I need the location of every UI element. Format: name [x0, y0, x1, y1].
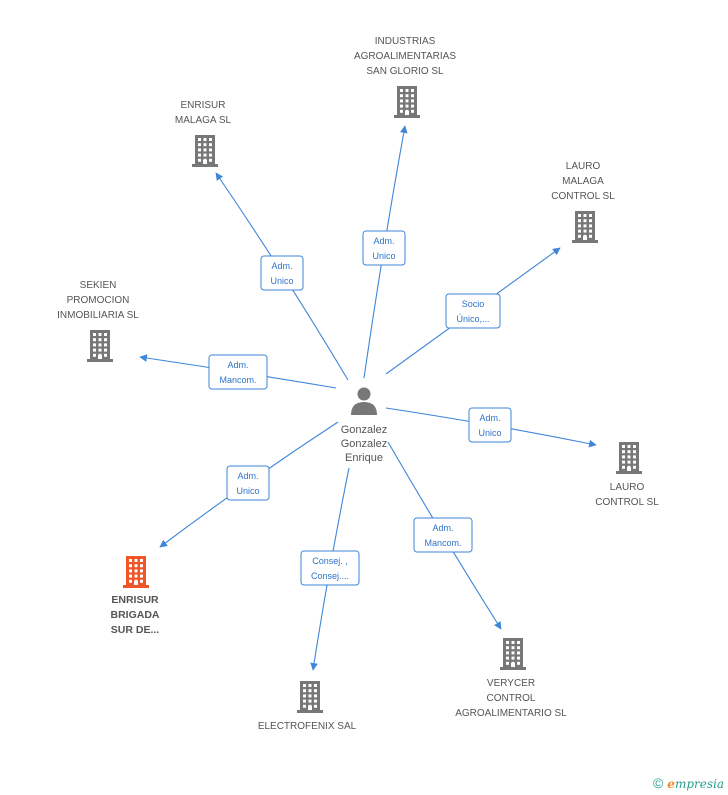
edge-label-text: Adm.	[479, 413, 500, 423]
edge-label-text: Unico	[236, 486, 259, 496]
company-label: CONTROL SL	[551, 191, 615, 202]
edge-enrisur-malaga: Adm. Unico	[215, 172, 349, 381]
edge-industrias: Adm. Unico	[362, 125, 408, 379]
edge-label-box[interactable]: Adm. Mancom.	[413, 517, 473, 553]
company-label: SUR DE...	[111, 624, 160, 636]
edge-lauro-malaga: SocioÚnico,...	[385, 247, 561, 375]
company-label: CONTROL SL	[595, 497, 659, 508]
company-label: LAURO	[610, 482, 645, 493]
brand-logo: empresia	[667, 777, 724, 791]
company-label: AGROALIMENTARIO SL	[455, 708, 567, 719]
company-label: INMOBILIARIA SL	[57, 310, 139, 321]
company-node-verycer[interactable]: VERYCER CONTROL AGROALIMENTARIO SL	[455, 638, 567, 719]
nodes-layer: INDUSTRIAS AGROALIMENTARIAS SAN GLORIO SL E…	[57, 36, 659, 732]
building-icon	[500, 638, 526, 670]
edge-label-text: Consej. ,	[312, 556, 348, 566]
building-icon	[87, 330, 113, 362]
building-icon	[192, 135, 218, 167]
edge-label-frame	[300, 550, 360, 586]
edge-label-text: Adm.	[271, 261, 292, 271]
edge-label-text: Unico	[478, 428, 501, 438]
company-label: VERYCER	[487, 678, 535, 689]
company-node-industrias[interactable]: INDUSTRIAS AGROALIMENTARIAS SAN GLORIO SL	[354, 36, 456, 118]
edge-label-frame	[208, 354, 268, 390]
edge-label-text: Socio	[462, 299, 485, 309]
edge-label-frame	[260, 255, 304, 291]
edge-label-text: Adm.	[227, 360, 248, 370]
company-label: ENRISUR	[180, 100, 225, 111]
company-node-lauro-control[interactable]: LAURO CONTROL SL	[595, 442, 659, 508]
edge-label-box[interactable]: SocioÚnico,...	[445, 293, 501, 329]
copyright-icon: ©	[652, 775, 664, 791]
company-node-electrofenix[interactable]: ELECTROFENIX SAL	[258, 681, 357, 732]
edge-label-box[interactable]: Consej. , Consej....	[300, 550, 360, 586]
company-label: ELECTROFENIX SAL	[258, 721, 357, 732]
company-label: INDUSTRIAS	[375, 36, 436, 47]
edge-lauro-control: Adm. Unico	[385, 407, 597, 448]
edge-sekien: Adm. Mancom.	[139, 354, 337, 390]
person-name-line: Gonzalez	[341, 424, 387, 436]
edge-enrisur-brigada: Adm. Unico	[159, 421, 339, 548]
edge-label-frame	[413, 517, 473, 553]
building-icon	[572, 211, 598, 243]
edge-electrofenix: Consej. , Consej....	[300, 467, 360, 671]
edge-label-text: Único,...	[456, 314, 489, 324]
person-name-line: Gonzalez	[341, 438, 387, 450]
building-icon	[616, 442, 642, 474]
building-icon	[297, 681, 323, 713]
edge-label-text: Mancom.	[219, 375, 256, 385]
edge-label-text: Adm.	[373, 236, 394, 246]
company-node-lauro-malaga[interactable]: LAURO MALAGA CONTROL SL	[551, 161, 615, 243]
company-node-enrisur-malaga[interactable]: ENRISUR MALAGA SL	[175, 100, 232, 167]
building-icon	[394, 86, 420, 118]
footer-brand: ©empresia	[653, 775, 724, 791]
edge-label-box[interactable]: Adm. Unico	[362, 230, 406, 266]
company-label: ENRISUR	[111, 594, 159, 606]
building-icon	[123, 556, 149, 588]
company-label: LAURO	[566, 161, 601, 172]
company-label: MALAGA	[562, 176, 604, 187]
edges-layer: Adm.UnicoAdm.UnicoSocioÚnico,...Adm.Manc…	[139, 125, 597, 671]
edge-label-text: Adm.	[432, 523, 453, 533]
person-icon	[351, 387, 377, 415]
company-label: SAN GLORIO SL	[366, 66, 444, 77]
edge-label-text: Consej....	[311, 571, 349, 581]
person-name-line: Enrique	[345, 452, 383, 464]
edge-label-frame	[445, 293, 501, 329]
edge-label-text: Adm.	[237, 471, 258, 481]
company-label: AGROALIMENTARIAS	[354, 51, 456, 62]
edge-label-box[interactable]: Adm. Unico	[260, 255, 304, 291]
edge-verycer: Adm. Mancom.	[387, 441, 502, 630]
edge-label-text: Unico	[372, 251, 395, 261]
company-label: BRIGADA	[111, 609, 160, 621]
edge-label-box[interactable]: Adm. Mancom.	[208, 354, 268, 390]
company-label: SEKIEN	[80, 280, 117, 291]
company-label: MALAGA SL	[175, 115, 232, 126]
edge-label-box[interactable]: Adm. Unico	[468, 407, 512, 443]
edge-label-text: Mancom.	[424, 538, 461, 548]
company-label: PROMOCION	[67, 295, 130, 306]
edge-label-frame	[468, 407, 512, 443]
edge-label-text: Unico	[270, 276, 293, 286]
company-label: CONTROL	[487, 693, 536, 704]
edge-label-frame	[362, 230, 406, 266]
edge-label-frame	[226, 465, 270, 501]
company-node-sekien[interactable]: SEKIEN PROMOCION INMOBILIARIA SL	[57, 280, 139, 362]
company-node-enrisur-brigada[interactable]: ENRISUR BRIGADA SUR DE...	[111, 556, 160, 636]
edge-label-box[interactable]: Adm. Unico	[226, 465, 270, 501]
